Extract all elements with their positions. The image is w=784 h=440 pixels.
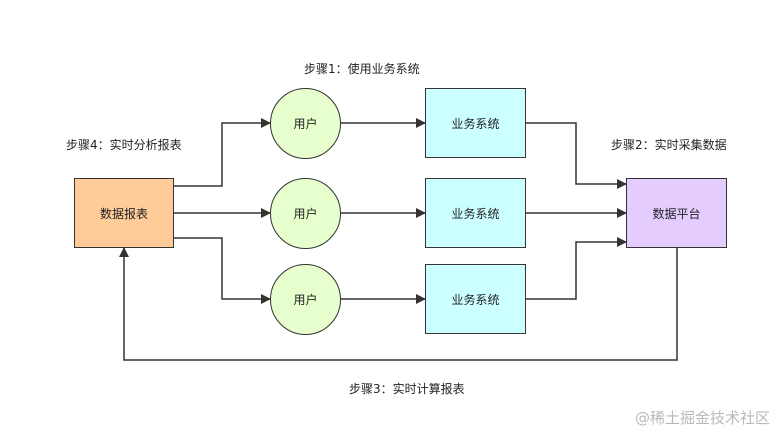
step3-label: 步骤3：实时计算报表	[349, 382, 465, 396]
user-node-label: 用户	[293, 117, 318, 131]
business-system-label: 业务系统	[451, 206, 500, 221]
step2-label: 步骤2：实时采集数据	[611, 138, 727, 152]
business-system-label: 业务系统	[451, 292, 500, 307]
arrow-system-to-platform-3	[526, 237, 627, 300]
watermark: @稀土掘金技术社区	[634, 409, 770, 427]
arrow-platform-to-report	[119, 247, 678, 361]
business-system-node: 业务系统	[425, 88, 526, 158]
arrow-report-to-user-3	[174, 237, 271, 304]
data-platform-node: 数据平台	[626, 178, 727, 248]
business-system-label: 业务系统	[451, 116, 500, 131]
user-node-label: 用户	[293, 293, 318, 307]
user-node: 用户	[270, 178, 341, 249]
business-system-node: 业务系统	[425, 178, 526, 248]
user-node: 用户	[270, 264, 341, 335]
arrow-report-to-user-1	[174, 118, 271, 187]
user-node-label: 用户	[293, 207, 318, 221]
user-node: 用户	[270, 88, 341, 159]
step1-label: 步骤1：使用业务系统	[304, 62, 420, 76]
step4-label: 步骤4：实时分析报表	[66, 138, 182, 152]
data-platform-label: 数据平台	[652, 206, 701, 221]
arrow-system-to-platform-1	[526, 122, 627, 189]
report-node: 数据报表	[74, 178, 174, 248]
report-node-label: 数据报表	[99, 206, 148, 221]
business-system-node: 业务系统	[425, 264, 526, 334]
